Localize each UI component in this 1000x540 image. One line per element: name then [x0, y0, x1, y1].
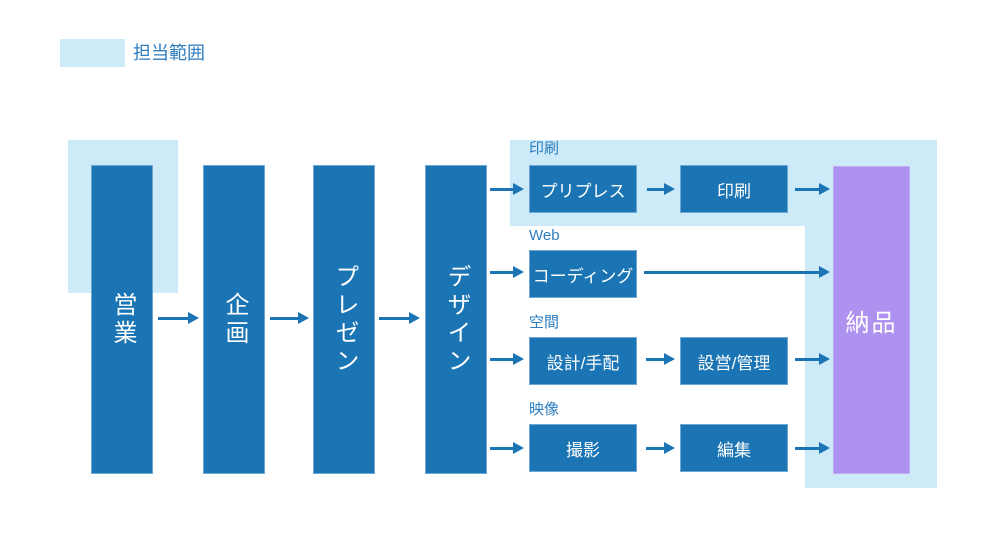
stage-column-planning: 企画: [203, 165, 265, 474]
stage-column-presentation: プレゼン: [313, 165, 375, 474]
stage-label-planning: 企画: [221, 291, 248, 348]
stage-label-sales: 営業: [109, 291, 136, 348]
arrow-presentation-to-design: [379, 312, 420, 324]
step-box-space-plan: 設計/手配: [529, 337, 637, 385]
step-label-space-manage: 設営/管理: [697, 353, 771, 373]
step-label-prepress: プリプレス: [540, 181, 626, 201]
stage-column-sales: 営業: [91, 165, 153, 474]
arrow-space-plan-to-manage: [646, 353, 675, 365]
stage-label-design: デザイン: [443, 263, 470, 376]
arrow-sales-to-planning: [158, 312, 199, 324]
delivery-box: 納品: [833, 166, 910, 474]
arrow-prepress-to-print: [647, 183, 675, 195]
step-label-shooting: 撮影: [566, 440, 600, 460]
step-box-print: 印刷: [680, 165, 788, 213]
branch-label-web: Web: [529, 227, 560, 244]
stage-column-design: デザイン: [425, 165, 487, 474]
arrow-print-to-delivery: [795, 183, 830, 195]
step-box-space-manage: 設営/管理: [680, 337, 788, 385]
delivery-label: 納品: [845, 309, 898, 337]
branch-label-space: 空間: [529, 314, 560, 331]
branch-label-video: 映像: [529, 401, 560, 418]
stage-label-presentation: プレゼン: [331, 263, 358, 376]
branch-label-print: 印刷: [529, 140, 560, 157]
legend-label: 担当範囲: [133, 43, 205, 63]
step-label-editing: 編集: [717, 440, 751, 460]
step-label-space-plan: 設計/手配: [546, 353, 620, 373]
step-box-editing: 編集: [680, 424, 788, 472]
step-box-prepress: プリプレス: [529, 165, 637, 213]
arrow-planning-to-presentation: [270, 312, 309, 324]
arrow-design-to-shooting: [490, 442, 524, 454]
arrow-coding-to-delivery: [644, 266, 830, 278]
arrow-space-to-delivery: [795, 353, 830, 365]
step-box-shooting: 撮影: [529, 424, 637, 472]
arrow-shooting-to-editing: [646, 442, 675, 454]
step-box-coding: コーディング: [529, 250, 637, 298]
legend-swatch: [60, 39, 125, 67]
step-label-print: 印刷: [717, 181, 751, 201]
arrow-design-to-space-plan: [490, 353, 524, 365]
step-label-coding: コーディング: [532, 266, 634, 286]
arrow-design-to-coding: [490, 266, 524, 278]
arrow-design-to-prepress: [490, 183, 524, 195]
arrow-editing-to-delivery: [795, 442, 830, 454]
